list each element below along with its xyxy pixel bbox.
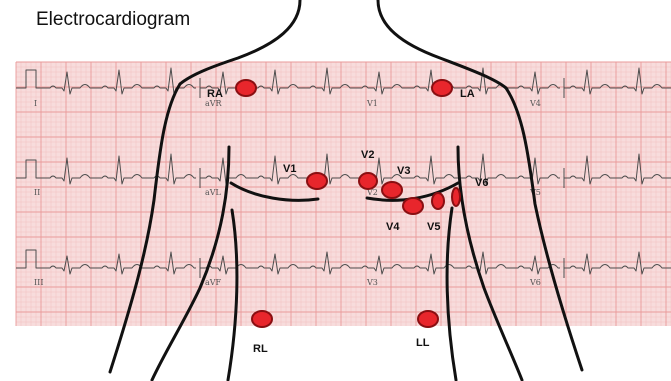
ecg-label-v4: V4	[529, 99, 541, 108]
electrode-la	[432, 80, 452, 96]
electrode-ll	[418, 311, 438, 327]
electrode-label-rl: RL	[253, 343, 268, 355]
electrode-label-v5: V5	[427, 221, 440, 233]
ecg-paper: I aVR V1 V4 II aVL V2 V5 III aVF V3 V6	[16, 62, 671, 326]
electrode-v6	[452, 188, 460, 206]
electrode-label-v1: V1	[283, 163, 296, 175]
ecg-label-v3: V3	[366, 278, 378, 287]
ecg-label-v1: V1	[366, 99, 378, 108]
electrode-label-ll: LL	[416, 337, 430, 349]
ecg-label-i: I	[34, 99, 37, 108]
electrode-label-v3: V3	[397, 165, 410, 177]
diagram-title: Electrocardiogram	[36, 9, 190, 30]
electrode-rl	[252, 311, 272, 327]
electrode-v5	[432, 193, 444, 209]
electrode-v4	[403, 198, 423, 214]
electrode-ra	[236, 80, 256, 96]
electrode-label-ra: RA	[207, 88, 223, 100]
ecg-label-avf: aVF	[205, 278, 222, 287]
electrode-label-v2: V2	[361, 149, 374, 161]
electrode-label-la: LA	[460, 88, 475, 100]
ecg-label-ii: II	[34, 188, 40, 197]
electrode-label-v6: V6	[475, 177, 488, 189]
electrode-v3	[382, 182, 402, 198]
electrode-v1	[307, 173, 327, 189]
ecg-paper-background	[16, 62, 671, 326]
electrode-v2	[359, 173, 377, 189]
ecg-label-iii: III	[34, 278, 43, 287]
ecg-label-avr: aVR	[205, 99, 223, 108]
ecg-label-avl: aVL	[205, 188, 222, 197]
ecg-label-v6: V6	[529, 278, 541, 287]
electrode-label-v4: V4	[386, 221, 400, 233]
